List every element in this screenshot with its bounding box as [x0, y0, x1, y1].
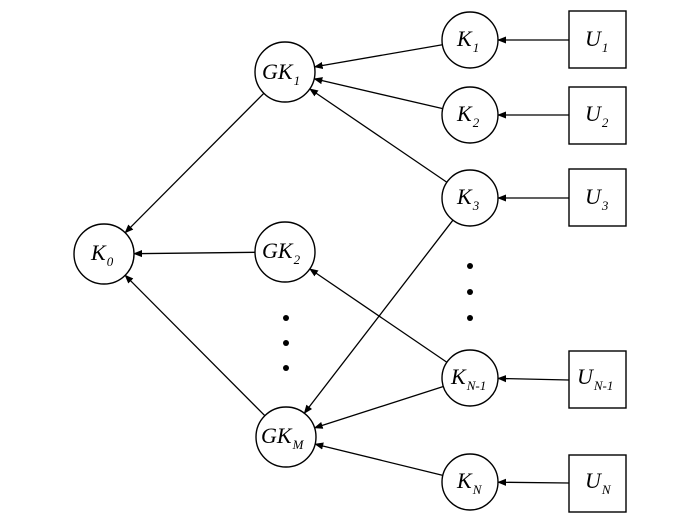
svg-text:UN-1: UN-1	[577, 364, 613, 393]
node-u2: U2	[568, 86, 627, 145]
node-gkm-sub: M	[292, 437, 305, 452]
node-un-sub: N	[601, 482, 612, 497]
node-u1: U1	[568, 10, 627, 69]
k-column-ellipsis	[467, 263, 473, 321]
node-gk2: GK2	[254, 221, 316, 283]
edge-k1-to-gk1	[313, 44, 443, 70]
node-k2: K2	[441, 86, 499, 144]
edge-kn1-to-gk2	[309, 268, 448, 363]
node-u3-sub: 3	[601, 198, 609, 213]
node-gk2-sub: 2	[294, 252, 301, 267]
node-k3-main: K	[456, 184, 473, 209]
node-u1-main: U	[585, 26, 603, 51]
svg-text:K3: K3	[456, 184, 480, 213]
edge-gkm-to-k0	[124, 274, 266, 417]
node-u3-main: U	[585, 184, 603, 209]
node-k1: K1	[441, 11, 499, 69]
node-u1-sub: 1	[602, 40, 609, 55]
svg-text:KN-1: KN-1	[450, 364, 486, 393]
node-gk1: GK1	[254, 41, 316, 103]
edge-gk1-to-k0	[124, 92, 265, 234]
node-k2-main: K	[456, 101, 473, 126]
edges-layer	[124, 36, 569, 486]
svg-text:GK1: GK1	[262, 59, 300, 88]
node-kn1-main: K	[450, 364, 467, 389]
node-k0-main: K	[90, 240, 107, 265]
node-un: UN	[568, 454, 627, 513]
node-gk2-main: GK	[262, 238, 294, 263]
node-un1-sub: N-1	[593, 378, 614, 393]
node-kn1-sub: N-1	[466, 378, 487, 393]
node-k0: K0	[73, 223, 135, 285]
svg-text:K2: K2	[456, 101, 480, 130]
edge-k3-to-gk1	[309, 88, 448, 183]
edge-kn-to-gkm	[314, 442, 443, 476]
node-un-main: U	[585, 468, 603, 493]
edge-k3-to-gkm	[303, 219, 454, 414]
node-u3: U3	[568, 168, 627, 227]
edge-un1-to-kn1	[497, 375, 569, 383]
node-gk1-sub: 1	[294, 73, 301, 88]
node-k3: K3	[441, 169, 499, 227]
svg-text:U3: U3	[585, 184, 609, 213]
svg-text:KN: KN	[456, 468, 483, 497]
node-kn: KN	[441, 453, 499, 511]
edge-gk2-to-k0	[133, 249, 256, 258]
node-k3-sub: 3	[472, 198, 480, 213]
svg-text:K0: K0	[90, 240, 114, 269]
node-kn-sub: N	[472, 482, 483, 497]
node-kn1: KN-1	[441, 349, 499, 407]
svg-text:GKM: GKM	[261, 423, 305, 452]
node-k0-sub: 0	[107, 254, 114, 269]
svg-text:K1: K1	[456, 26, 479, 55]
edge-un-to-kn	[497, 478, 569, 486]
svg-text:GK2: GK2	[262, 238, 301, 267]
svg-text:U2: U2	[585, 101, 609, 130]
node-k1-sub: 1	[473, 40, 480, 55]
node-k2-sub: 2	[473, 115, 480, 130]
node-u2-sub: 2	[602, 115, 609, 130]
node-u2-main: U	[585, 101, 603, 126]
node-un1-main: U	[577, 364, 595, 389]
node-un1: UN-1	[568, 350, 627, 409]
edge-kn1-to-gkm	[313, 385, 444, 429]
node-k1-main: K	[456, 26, 473, 51]
svg-text:U1: U1	[585, 26, 608, 55]
node-kn-main: K	[456, 468, 473, 493]
node-gkm-main: GK	[261, 423, 293, 448]
svg-text:UN: UN	[585, 468, 612, 497]
node-gkm: GKM	[255, 406, 317, 468]
edge-k2-to-gk1	[313, 77, 443, 110]
gk-column-ellipsis	[283, 315, 289, 371]
node-gk1-main: GK	[262, 59, 294, 84]
